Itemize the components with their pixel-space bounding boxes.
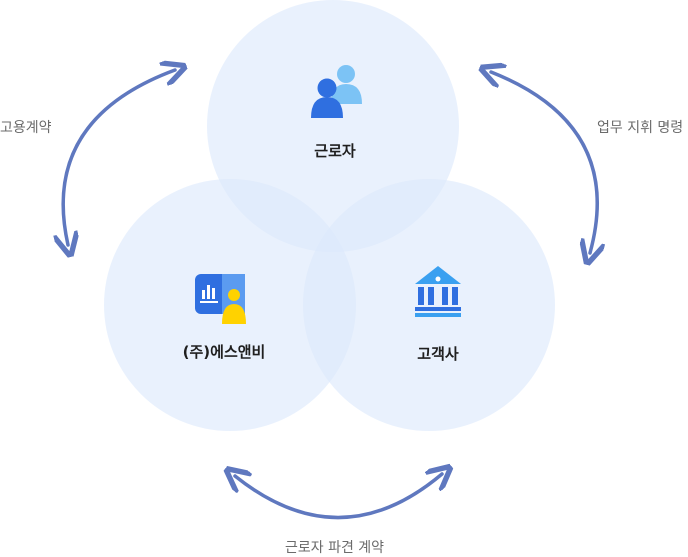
workers-icon [311, 65, 362, 118]
direction-arrow [491, 72, 597, 253]
employment-label: 고용계약 [0, 120, 52, 136]
company-label: (주)에스앤비 [182, 343, 266, 361]
company-icon [195, 274, 246, 324]
dispatch-arrow [235, 474, 442, 520]
employment-arrow [63, 70, 175, 245]
client-label: 고객사 [417, 345, 459, 363]
dispatch-label: 근로자 파견 계약 [285, 540, 385, 556]
bank-icon [415, 266, 461, 317]
work-direction-label: 업무 지휘 명령 [597, 120, 684, 136]
worker-label: 근로자 [314, 142, 356, 160]
